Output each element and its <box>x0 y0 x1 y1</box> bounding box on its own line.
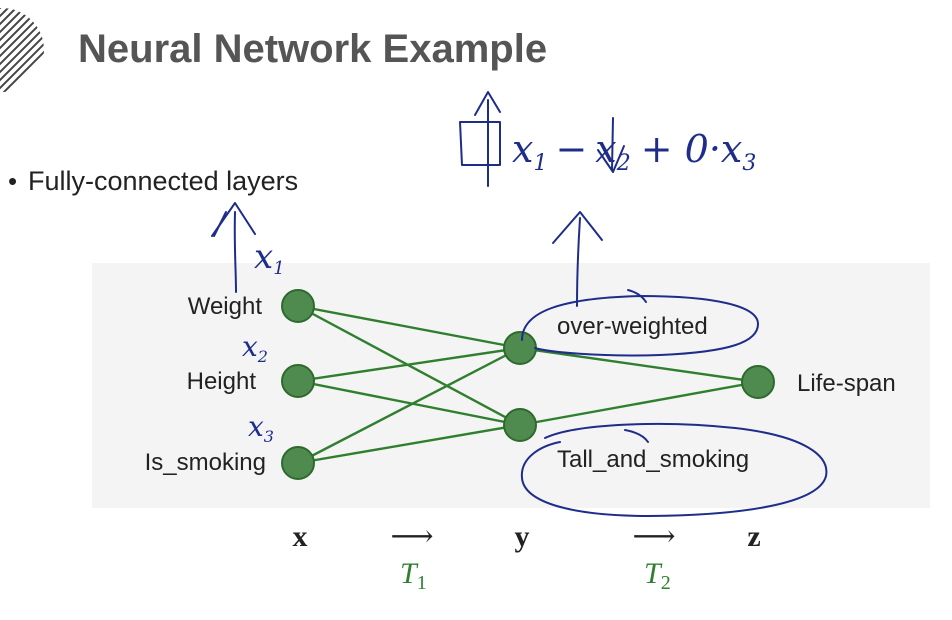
edge-height-overweighted <box>297 346 521 383</box>
label-life-span: Life-span <box>797 370 896 397</box>
label-over-weighted: over-weighted <box>557 313 708 340</box>
ink-label-x3: x3 <box>248 410 274 446</box>
ink-label-x1: x1 <box>254 237 285 279</box>
ink-label-x2-base: x <box>242 330 258 363</box>
bullet-marker: • <box>8 166 17 196</box>
ink-label-x1-base: x <box>254 237 273 277</box>
edges-y-to-z <box>519 346 759 427</box>
edge-height-tallsmoking <box>297 379 521 427</box>
ink-formula-x3: x <box>721 127 742 171</box>
transform-t2-base: T <box>644 557 663 590</box>
handwritten-annotations <box>211 91 828 517</box>
node-tall-and-smoking <box>503 408 537 442</box>
edge-smoking-tallsmoking <box>297 423 521 465</box>
ink-arrow-weight <box>233 211 237 293</box>
ink-formula-plus-zero: + 0· <box>641 127 721 171</box>
label-height: Height <box>187 368 257 395</box>
transform-arrow-1: ⟶ <box>390 519 433 554</box>
layer-var-x: x <box>293 520 308 553</box>
ink-loop-tall-and-smoking <box>520 422 828 517</box>
label-weight: Weight <box>188 293 263 320</box>
node-over-weighted <box>503 331 537 365</box>
ink-label-x1-sub: 1 <box>273 258 284 279</box>
hatched-logo-icon <box>0 8 44 92</box>
label-is-smoking: Is_smoking <box>145 449 266 476</box>
slide-title: Neural Network Example <box>78 27 547 71</box>
label-tall-and-smoking: Tall_and_smoking <box>557 446 749 473</box>
edge-overweighted-lifespan <box>519 346 759 384</box>
ink-label-x2: x2 <box>242 330 268 366</box>
transform-t1: T1 <box>400 557 427 594</box>
nodes <box>281 289 775 480</box>
edge-weight-overweighted <box>297 304 521 350</box>
edge-smoking-overweighted <box>297 346 521 465</box>
ink-formula: x1−x2+ 0·x3 <box>512 127 756 176</box>
ink-label-x3-base: x <box>248 410 264 443</box>
transform-t2: T2 <box>644 557 671 594</box>
ink-formula-x3-sub: 3 <box>742 151 756 176</box>
node-is-smoking <box>281 446 315 480</box>
node-height <box>281 364 315 398</box>
ink-label-x3-sub: 3 <box>264 427 274 446</box>
bullet-fully-connected: Fully-connected layers <box>28 166 298 196</box>
ink-arrow-overweighted <box>576 217 581 307</box>
ink-formula-x2: x <box>595 127 616 171</box>
transform-t1-sub: 1 <box>417 572 427 594</box>
layer-var-z: z <box>747 520 760 553</box>
diagram-panel <box>92 263 930 508</box>
ink-label-x2-sub: 2 <box>257 347 268 366</box>
transform-arrow-2: ⟶ <box>632 519 675 554</box>
ink-formula-x1: x <box>512 127 533 171</box>
node-weight <box>281 289 315 323</box>
ink-loop-overweighted <box>521 295 759 357</box>
transform-t1-base: T <box>400 557 419 590</box>
ink-formula-x1-sub: 1 <box>533 151 547 176</box>
edge-tallsmoking-lifespan <box>519 380 759 427</box>
ink-formula-x2-sub: 2 <box>616 151 631 176</box>
edges-x-to-y <box>297 304 521 465</box>
ink-formula-minus: − <box>555 127 587 171</box>
node-life-span <box>741 365 775 399</box>
transform-t2-sub: 2 <box>661 572 671 594</box>
layer-var-y: y <box>515 520 530 553</box>
